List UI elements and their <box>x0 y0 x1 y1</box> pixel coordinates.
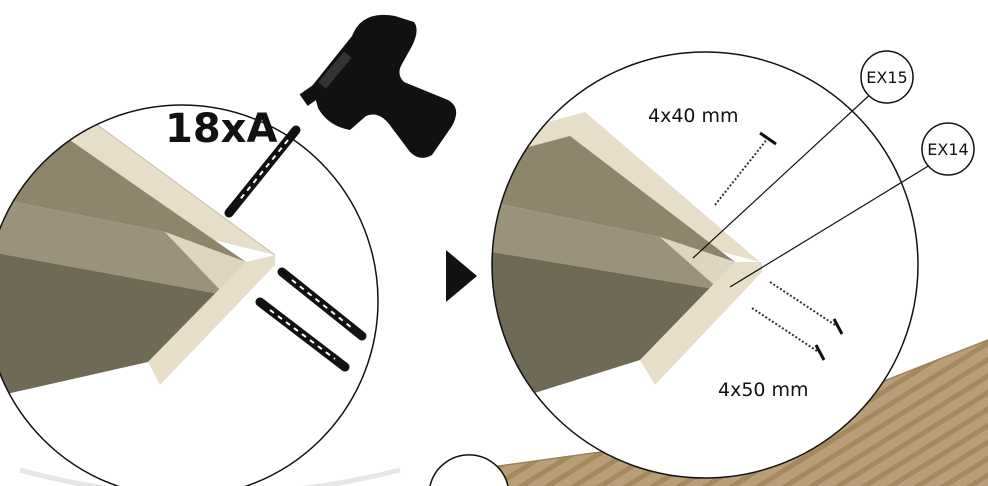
screw-bottom-dimension: 4x50 mm <box>718 379 809 401</box>
left-detail-circle <box>0 105 378 486</box>
callout-ex15: EX15 <box>861 51 913 103</box>
callout-ex14: EX14 <box>922 123 974 175</box>
play-arrow-icon <box>446 250 477 302</box>
partial-detail-circle <box>430 455 508 486</box>
screw-top-dimension: 4x40 mm <box>648 105 739 127</box>
drill-icon <box>300 15 457 158</box>
quantity-label: 18xA <box>165 106 277 152</box>
callout-ex15-label: EX15 <box>866 68 907 87</box>
callout-ex14-label: EX14 <box>927 140 968 159</box>
